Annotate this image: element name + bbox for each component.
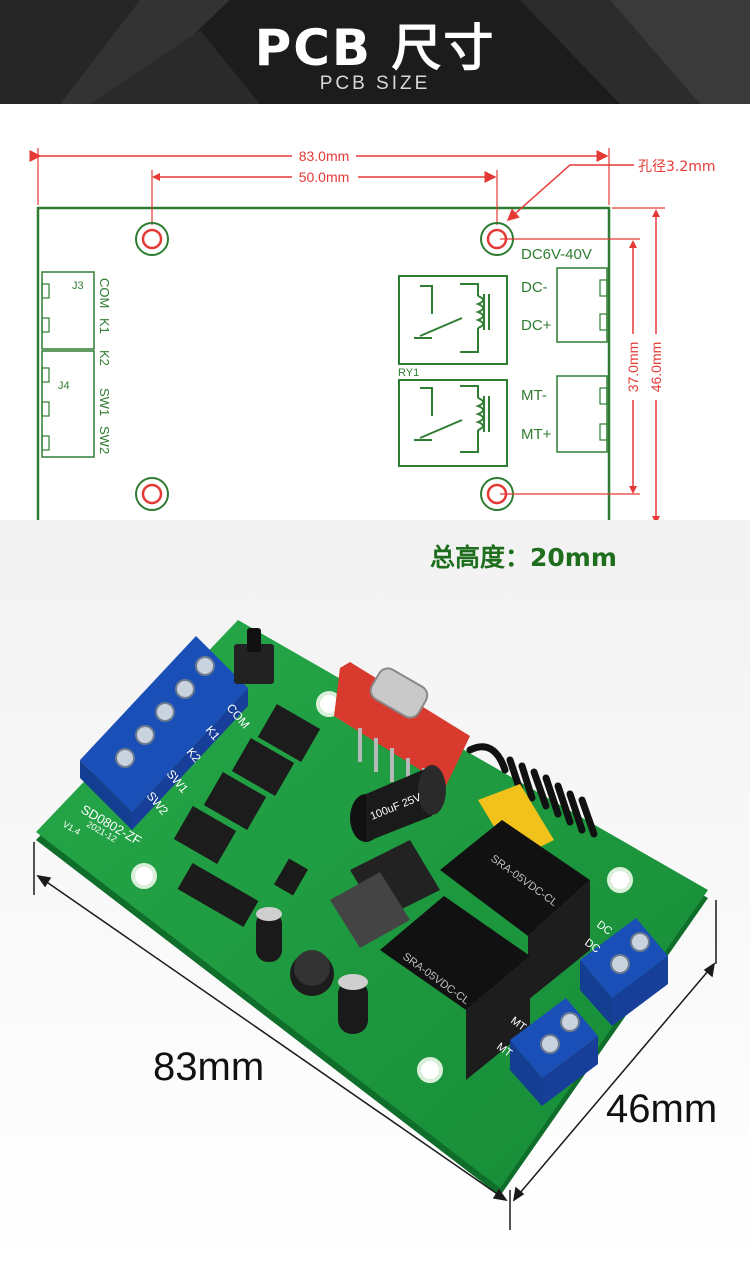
header-banner: PCB 尺寸 PCB SIZE <box>0 0 750 104</box>
svg-text:DC+: DC+ <box>521 317 552 334</box>
height-dim-label: 46.0mm <box>648 342 664 393</box>
connector-j3: J3 <box>41 271 95 350</box>
svg-text:SW1: SW1 <box>97 388 112 416</box>
page-title: PCB 尺寸 <box>254 19 496 77</box>
dc-terminal-block: DC- DC+ <box>521 267 608 343</box>
antenna-tape <box>478 784 554 860</box>
electrolytic-capacitors <box>256 907 368 1034</box>
side-terminal-labels: COM K1 K2 SW1 SW2 <box>97 278 112 454</box>
svg-text:DC-: DC- <box>521 279 548 296</box>
page-subtitle: PCB SIZE <box>319 73 431 94</box>
mounting-hole-top-left <box>135 222 169 256</box>
svg-text:K2: K2 <box>97 350 112 366</box>
photo-length-label: 83mm <box>153 1045 264 1089</box>
photo-width-dimension <box>512 900 717 1202</box>
capacitor-horizontal: 100uF 25V <box>350 765 446 842</box>
photo-width-label: 46mm <box>606 1087 717 1131</box>
hole-height-dim-label: 37.0mm <box>625 342 641 393</box>
inductor <box>290 950 334 996</box>
svg-text:J3: J3 <box>72 280 84 292</box>
svg-text:COM: COM <box>97 278 112 308</box>
photo-mounting-holes <box>131 691 633 1083</box>
terminal-block-dc <box>580 918 668 1026</box>
hole-callout-leader <box>506 164 634 221</box>
motor-terminal-block: MT- MT+ <box>521 375 608 453</box>
svg-text:J4: J4 <box>58 380 70 392</box>
mounting-hole-bottom-left <box>135 477 169 511</box>
relay-1-outline <box>398 275 508 365</box>
optocouplers <box>173 704 321 864</box>
banner-background-shapes <box>0 0 750 104</box>
hole-spacing-label: 50.0mm <box>299 169 350 185</box>
ic-chip <box>177 863 259 927</box>
total-height-label: 总高度：20mm <box>430 543 617 572</box>
board-outline <box>36 206 611 520</box>
voltage-label: DC6V-40V <box>521 246 592 263</box>
pcb-product-photo: COM K1 K2 SW1 SW2 SD0802-ZF 2021-12 V1.4 <box>0 520 750 1270</box>
relay-photo-1: SRA-05VDC-CL <box>440 820 590 1000</box>
push-button <box>234 628 274 684</box>
svg-text:SW2: SW2 <box>97 426 112 454</box>
svg-text:K1: K1 <box>97 318 112 334</box>
svg-text:MT-: MT- <box>521 387 547 404</box>
antenna-coil <box>466 743 598 838</box>
relay-2-outline <box>398 379 508 467</box>
hole-diameter-label: 孔径3.2mm <box>638 159 716 175</box>
photo-length-dimension <box>33 842 511 1230</box>
header-pins <box>273 858 309 896</box>
pcb-dimension-drawing: 83.0mm 50.0mm 孔径3.2mm 37.0mm 46.0mm DC6V… <box>29 148 716 520</box>
terminal-block-motor <box>510 998 598 1106</box>
relay-label: RY1 <box>398 367 419 379</box>
width-dim-label: 83.0mm <box>299 148 350 164</box>
svg-text:MT+: MT+ <box>521 426 552 443</box>
terminal-block-left <box>80 636 248 830</box>
connector-j4: J4 <box>41 350 95 458</box>
voltage-regulator <box>330 840 440 948</box>
